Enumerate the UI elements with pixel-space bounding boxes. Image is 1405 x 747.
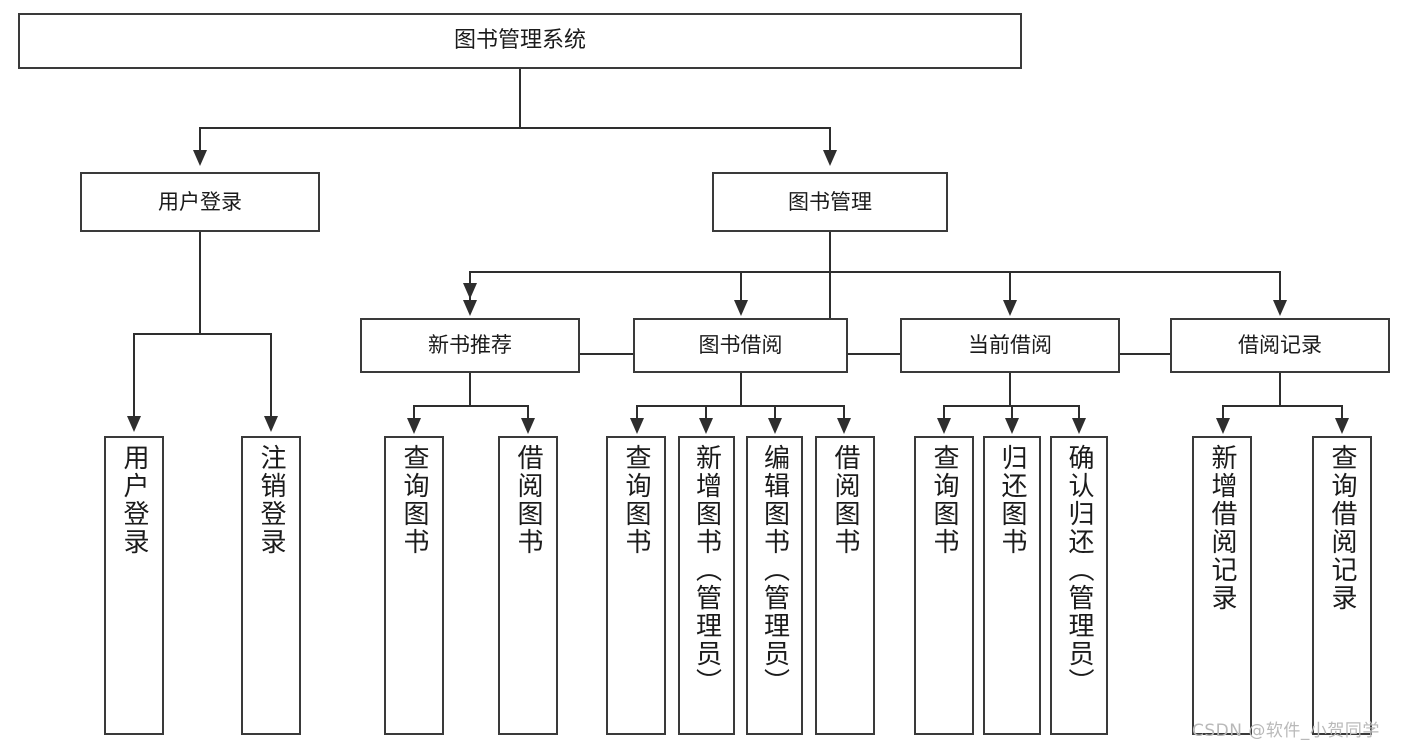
edge-nbr-stem <box>469 373 471 406</box>
leaf-new-book-borrow-book[interactable]: 借阅图书 <box>498 436 558 735</box>
node-label: 新增借阅记录 <box>1207 444 1237 612</box>
edge-to-leaf <box>1011 405 1013 419</box>
edge-to-leaf <box>1078 405 1080 419</box>
arrow-head-icon <box>630 418 644 434</box>
arrow-head-icon <box>1335 418 1349 434</box>
node-label: 用户登录 <box>158 189 242 214</box>
leaf-user-login-login[interactable]: 用户登录 <box>104 436 164 735</box>
node-label: 借阅图书 <box>830 444 860 556</box>
arrow-head-icon <box>463 300 477 316</box>
edge-to-leaf <box>133 333 135 418</box>
edge-cb-stem <box>1009 373 1011 406</box>
edge-to-leaf <box>636 405 638 419</box>
node-label: 查询借阅记录 <box>1327 444 1357 612</box>
leaf-current-borrow-query-book[interactable]: 查询图书 <box>914 436 974 735</box>
arrow-head-icon <box>193 150 207 166</box>
edge-drop <box>1279 272 1281 302</box>
node-book-management[interactable]: 图书管理 <box>712 172 948 232</box>
arrow-head-icon <box>521 418 535 434</box>
edge-drop <box>740 272 742 302</box>
node-label: 新增图书（管理员） <box>691 444 722 696</box>
node-label: 查询图书 <box>621 444 651 556</box>
node-label: 图书管理系统 <box>453 28 586 54</box>
arrow-head-icon <box>699 418 713 434</box>
node-label: 当前借阅 <box>968 333 1052 358</box>
leaf-user-login-logout[interactable]: 注销登录 <box>241 436 301 735</box>
edge-book-management-stem2 <box>829 232 831 272</box>
leaf-book-borrow-add-book-admin[interactable]: 新增图书（管理员） <box>678 436 735 735</box>
arrow-head-icon <box>1005 418 1019 434</box>
edge-bb-bar <box>636 405 845 407</box>
node-label: 借阅记录 <box>1238 333 1322 358</box>
edge-br-bar <box>1222 405 1342 407</box>
edge-root-stem <box>519 69 521 128</box>
edge-to-leaf <box>270 333 272 418</box>
edge-nbr-bar <box>413 405 529 407</box>
edge-to-leaf <box>527 405 529 419</box>
edge-drop <box>469 272 471 302</box>
arrow-head-icon <box>837 418 851 434</box>
leaf-borrow-record-add-record[interactable]: 新增借阅记录 <box>1192 436 1252 735</box>
node-label: 图书借阅 <box>698 333 783 358</box>
edge-to-leaf <box>943 405 945 419</box>
edge-user-login-stem <box>199 232 201 334</box>
node-book-borrow[interactable]: 图书借阅 <box>633 318 848 373</box>
edge-root-to-book-management <box>829 127 831 151</box>
leaf-book-borrow-query-book[interactable]: 查询图书 <box>606 436 666 735</box>
node-label: 编辑图书（管理员） <box>759 444 790 696</box>
node-label: 新书推荐 <box>428 333 512 358</box>
edge-to-leaf <box>1341 405 1343 419</box>
node-label: 用户登录 <box>119 444 149 556</box>
csdn-watermark: CSDN @软件_小贺同学 <box>1192 721 1380 741</box>
edge-user-login-bar <box>133 333 271 335</box>
edge-book-management-stem <box>829 232 831 354</box>
leaf-book-borrow-edit-book-admin[interactable]: 编辑图书（管理员） <box>746 436 803 735</box>
node-label: 注销登录 <box>256 444 286 556</box>
edge-root-to-user-login <box>199 127 201 151</box>
arrow-head-icon <box>1273 300 1287 316</box>
leaf-new-book-query-book[interactable]: 查询图书 <box>384 436 444 735</box>
node-label: 查询图书 <box>929 444 959 556</box>
arrow-head-icon <box>1003 300 1017 316</box>
edge-to-leaf <box>774 405 776 419</box>
node-label: 借阅图书 <box>513 444 543 556</box>
edge-to-leaf <box>705 405 707 419</box>
arrow-head-icon <box>1072 418 1086 434</box>
arrow-head-icon <box>768 418 782 434</box>
edge-drop <box>1009 272 1011 302</box>
leaf-current-borrow-return-book[interactable]: 归还图书 <box>983 436 1041 735</box>
arrow-head-icon <box>1216 418 1230 434</box>
edge-to-leaf <box>843 405 845 419</box>
node-label: 查询图书 <box>399 444 429 556</box>
arrow-head-icon <box>127 416 141 432</box>
edge-book-management-bar <box>469 353 1281 355</box>
leaf-current-borrow-confirm-return-admin[interactable]: 确认归还（管理员） <box>1050 436 1108 735</box>
arrow-head-icon <box>734 300 748 316</box>
arrow-head-icon <box>407 418 421 434</box>
edge-level3-bar <box>469 271 1281 273</box>
leaf-borrow-record-query-record[interactable]: 查询借阅记录 <box>1312 436 1372 735</box>
node-new-book-recommend[interactable]: 新书推荐 <box>360 318 580 373</box>
edge-bb-stem <box>740 373 742 406</box>
node-user-login[interactable]: 用户登录 <box>80 172 320 232</box>
node-label: 确认归还（管理员） <box>1064 444 1094 696</box>
edge-br-stem <box>1279 373 1281 406</box>
node-root-book-management-system[interactable]: 图书管理系统 <box>18 13 1022 69</box>
node-label: 归还图书 <box>997 444 1027 556</box>
edge-to-leaf <box>413 405 415 419</box>
node-label: 图书管理 <box>788 189 872 214</box>
arrow-head-icon <box>823 150 837 166</box>
arrow-head-icon <box>264 416 278 432</box>
arrow-head-icon <box>937 418 951 434</box>
edge-root-bar <box>199 127 831 129</box>
node-borrow-record[interactable]: 借阅记录 <box>1170 318 1390 373</box>
node-current-borrow[interactable]: 当前借阅 <box>900 318 1120 373</box>
leaf-book-borrow-borrow-book[interactable]: 借阅图书 <box>815 436 875 735</box>
edge-to-leaf <box>1222 405 1224 419</box>
